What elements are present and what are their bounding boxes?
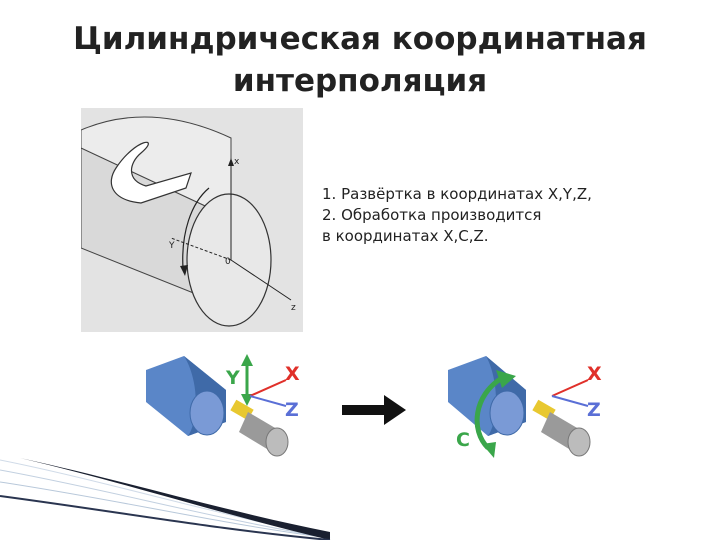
axis-z-line [230, 259, 292, 301]
swoosh-line-4 [0, 495, 331, 540]
decorative-swoosh [0, 458, 331, 540]
xcz-machining-figure: C X Z [448, 356, 602, 458]
axis-c-text: C [456, 429, 470, 451]
rotation-c-arc [474, 375, 504, 450]
tool-end [265, 427, 289, 457]
rotation-c-head [496, 370, 516, 388]
swoosh-band-dark [20, 458, 330, 540]
note-line-2: 2. Обработка производится [322, 206, 542, 224]
xyz-machining-figure: Y X Z [146, 354, 300, 457]
swoosh-line-2 [0, 469, 331, 539]
swoosh-line-3 [0, 481, 331, 539]
cylinder-unwrap-figure: x Y z 0 [81, 108, 303, 332]
axis-z-blue [551, 395, 589, 407]
axis-z-text: Z [587, 399, 601, 421]
slide-title: Цилиндрическая координатная интерполяция [0, 18, 720, 102]
axis-x-arrowhead [228, 158, 234, 166]
title-line-2: интерполяция [232, 63, 488, 99]
title-line-1: Цилиндрическая координатная [73, 21, 647, 57]
arrow-head [384, 395, 406, 425]
origin-label: 0 [225, 257, 231, 267]
notes-list: 1. Развёртка в координатах X,Y,Z, 2. Обр… [322, 184, 682, 247]
axis-x-label: x [234, 157, 240, 167]
rotation-arrowhead [180, 265, 188, 276]
arrow-shaft [342, 405, 386, 415]
axis-x-red [249, 379, 287, 397]
cylinder-end-face [186, 193, 272, 327]
note-line-1: 1. Развёртка в координатах X,Y,Z, [322, 185, 592, 203]
axis-x-text: X [587, 363, 602, 385]
axis-x-red [551, 379, 589, 397]
axis-y-line [170, 237, 232, 261]
cylinder-top-surface [81, 116, 232, 219]
workpiece-end [489, 390, 525, 436]
right-arrow-icon [342, 395, 406, 425]
axis-y-green-head [241, 354, 253, 366]
axis-z-label: z [291, 303, 296, 313]
workpiece-end [189, 390, 225, 436]
groove-slot [110, 141, 192, 204]
axis-y-label: Y [168, 241, 175, 251]
rotation-arc [182, 187, 210, 269]
axis-y-text: Y [225, 367, 240, 389]
note-line-3: в координатах X,C,Z. [322, 227, 489, 245]
axis-x-text: X [285, 363, 300, 385]
axis-z-blue [249, 395, 287, 407]
rotation-c-tail [482, 442, 496, 458]
tool-end [567, 427, 591, 457]
axis-z-text: Z [285, 399, 299, 421]
